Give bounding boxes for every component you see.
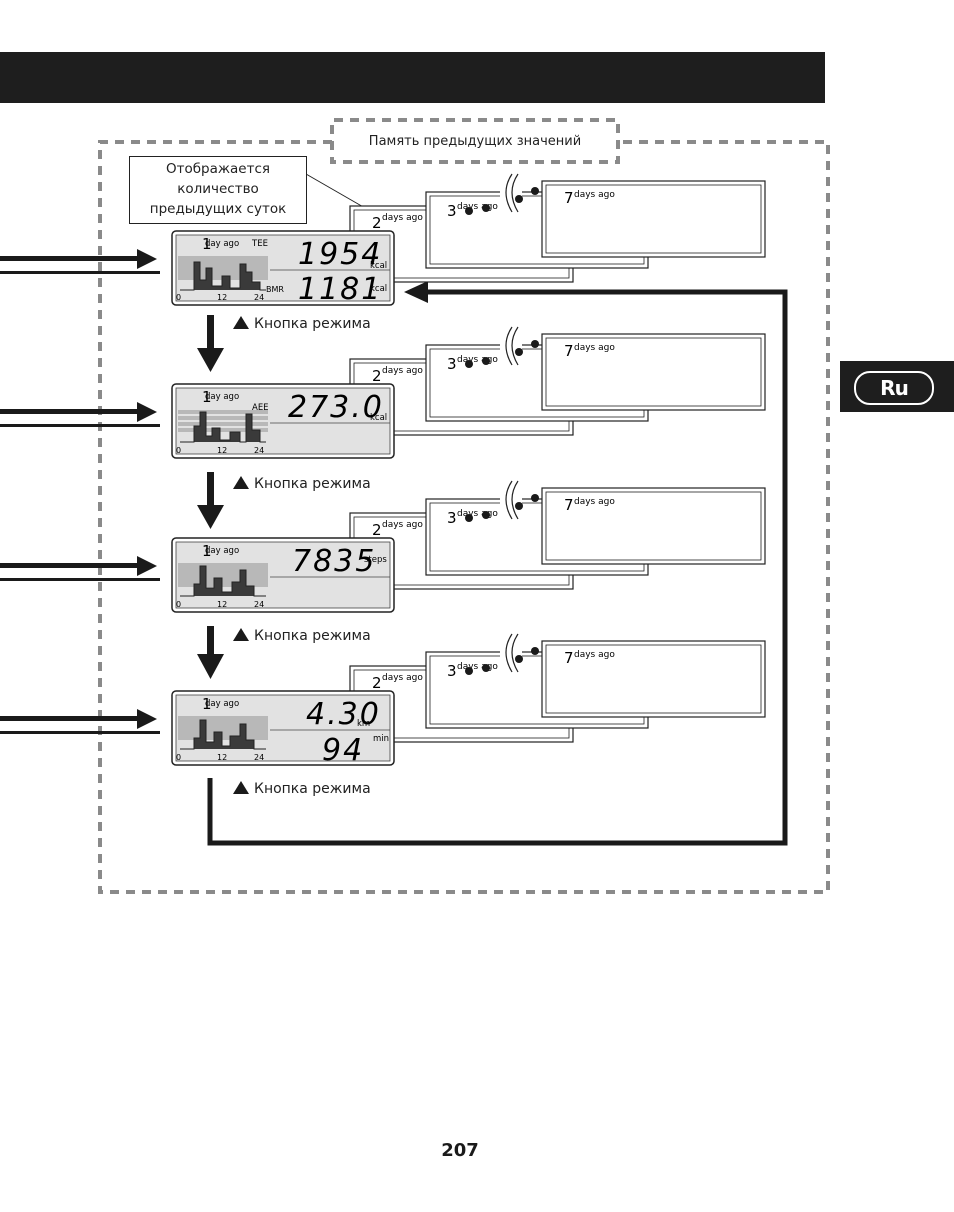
triangle-up-icon	[233, 628, 249, 641]
svg-text:24: 24	[254, 446, 264, 455]
svg-text:days ago: days ago	[382, 520, 423, 530]
svg-text:2: 2	[372, 367, 382, 385]
svg-text:BMR: BMR	[266, 285, 284, 294]
svg-text:day ago: day ago	[205, 239, 239, 249]
svg-text:AEE: AEE	[252, 403, 269, 413]
svg-text:1: 1	[202, 235, 212, 253]
svg-text:3: 3	[447, 355, 457, 373]
lcd-screen-aee: 1 day ago AEE 0 12 24 273.0 kcal	[171, 383, 395, 459]
svg-text:24: 24	[254, 293, 264, 302]
days-shown-label: Отображается количество предыдущих суток	[129, 156, 307, 224]
svg-text:94: 94	[322, 733, 364, 768]
svg-text:min: min	[373, 734, 389, 744]
svg-text:7835: 7835	[292, 544, 376, 579]
svg-text:days ago: days ago	[382, 213, 423, 223]
svg-text:days ago: days ago	[574, 650, 615, 660]
svg-text:4.30: 4.30	[306, 697, 381, 732]
lcd-screen-tee: 1 day ago TEE BMR 0 12 24 1954 kcal 1181…	[171, 230, 395, 307]
lcd-screen-distance: 1 day ago 0 12 24 4.30 km 94 min	[171, 690, 395, 768]
svg-text:7: 7	[564, 649, 574, 667]
svg-text:TEE: TEE	[251, 239, 268, 249]
svg-text:24: 24	[254, 600, 264, 609]
triangle-up-icon	[233, 316, 249, 329]
svg-text:0: 0	[176, 600, 181, 609]
svg-text:days ago: days ago	[574, 190, 615, 200]
panel-7-days-ago	[541, 180, 766, 258]
svg-text:1: 1	[202, 695, 212, 713]
mode-button-label: Кнопка режима	[233, 316, 371, 332]
svg-text:days ago: days ago	[574, 497, 615, 507]
svg-text:3: 3	[447, 509, 457, 527]
svg-text:7: 7	[564, 189, 574, 207]
history-stack-1: 2 days ago 3 days ago 7 days ago	[349, 172, 766, 283]
svg-text:day ago: day ago	[205, 699, 239, 709]
svg-text:2: 2	[372, 674, 382, 692]
header-bar	[0, 52, 825, 103]
history-stack-3: 2 days ago 3 days ago 7 days ago	[349, 479, 766, 590]
svg-text:days ago: days ago	[382, 366, 423, 376]
svg-text:kcal: kcal	[370, 261, 387, 271]
svg-text:kcal: kcal	[370, 413, 387, 423]
svg-text:12: 12	[217, 446, 227, 455]
svg-text:24: 24	[254, 753, 264, 762]
svg-text:days ago: days ago	[457, 202, 498, 212]
language-tab: Ru	[840, 361, 954, 412]
page-number: 207	[441, 1140, 479, 1161]
svg-text:days ago: days ago	[574, 343, 615, 353]
svg-text:7: 7	[564, 496, 574, 514]
svg-text:2: 2	[372, 214, 382, 232]
svg-text:12: 12	[217, 293, 227, 302]
loop-path	[207, 289, 788, 846]
svg-text:3: 3	[447, 662, 457, 680]
svg-text:2: 2	[372, 521, 382, 539]
down-arrows	[197, 315, 224, 679]
history-stack-4: 2 days ago 3 days ago 7 days ago	[349, 632, 766, 743]
history-stack-2: 2 days ago 3 days ago 7 days ago	[349, 325, 766, 436]
svg-text:kcal: kcal	[370, 284, 387, 294]
mode-button-label: Кнопка режима	[233, 628, 371, 644]
triangle-up-icon	[233, 781, 249, 794]
svg-text:0: 0	[176, 753, 181, 762]
svg-text:km: km	[357, 719, 370, 729]
svg-text:day ago: day ago	[205, 546, 239, 556]
svg-text:days ago: days ago	[457, 509, 498, 519]
svg-text:days ago: days ago	[382, 673, 423, 683]
language-badge: Ru	[854, 371, 934, 405]
svg-text:3: 3	[447, 202, 457, 220]
loop-arrowhead	[404, 281, 428, 303]
svg-text:1954: 1954	[298, 237, 382, 272]
svg-text:1181: 1181	[298, 272, 382, 307]
svg-text:12: 12	[217, 600, 227, 609]
svg-text:1: 1	[202, 388, 212, 406]
memory-label: Память предыдущих значений	[340, 130, 610, 154]
svg-text:0: 0	[176, 293, 181, 302]
mode-button-label: Кнопка режима	[233, 476, 371, 492]
svg-text:steps: steps	[364, 555, 387, 565]
svg-text:0: 0	[176, 446, 181, 455]
svg-text:7: 7	[564, 342, 574, 360]
svg-text:273.0: 273.0	[288, 390, 384, 425]
memory-frame	[98, 140, 830, 894]
svg-text:days ago: days ago	[457, 355, 498, 365]
triangle-up-icon	[233, 476, 249, 489]
lcd-screen-steps: 1 day ago 0 12 24 7835 steps	[171, 537, 395, 613]
mode-button-label: Кнопка режима	[233, 781, 371, 797]
svg-text:1: 1	[202, 542, 212, 560]
svg-text:12: 12	[217, 753, 227, 762]
svg-text:day ago: day ago	[205, 392, 239, 402]
incoming-arrows	[0, 249, 160, 734]
svg-text:days ago: days ago	[457, 662, 498, 672]
